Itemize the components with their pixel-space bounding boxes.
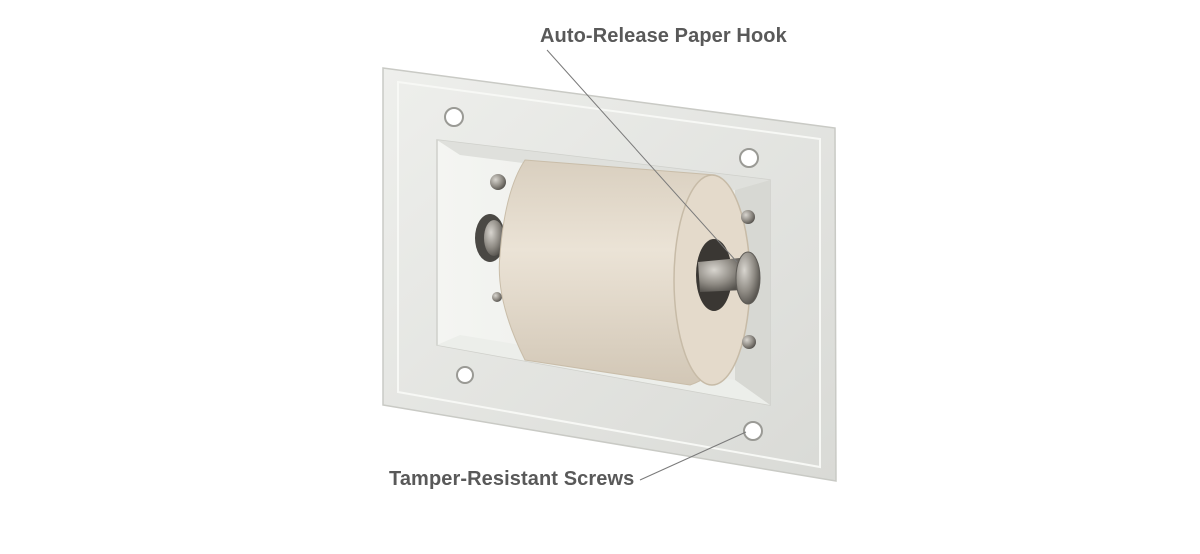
screw-holes: [444, 107, 763, 441]
hook-leader-line: [546, 49, 738, 263]
screw-hole-bottom-left: [456, 366, 474, 384]
auto-release-hook: [698, 210, 761, 349]
plate-bevel: [397, 80, 821, 469]
left-spindle-mount: [475, 174, 506, 302]
screw-hole-top-left: [444, 107, 464, 127]
screw-hole-bottom-right: [743, 421, 763, 441]
screw-hole-top-right: [739, 148, 759, 168]
screws-leader-line: [639, 431, 747, 481]
paper-hook-callout: Auto-Release Paper Hook: [540, 25, 787, 47]
screws-callout: Tamper-Resistant Screws: [389, 468, 635, 490]
